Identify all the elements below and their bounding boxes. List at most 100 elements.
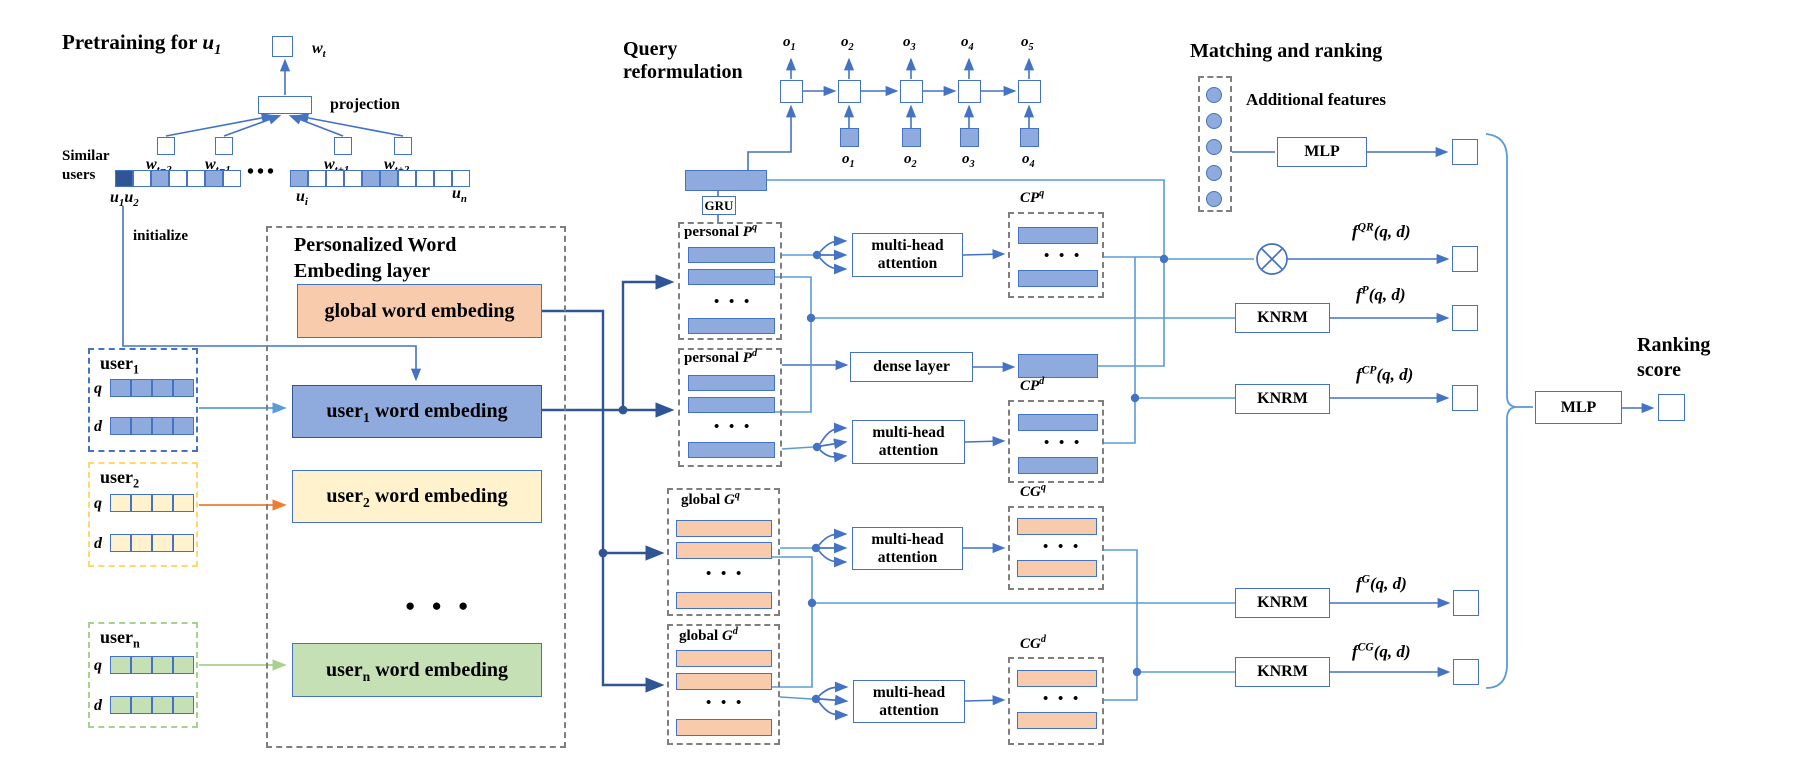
pd-bar xyxy=(688,442,775,458)
global-gq-label: global Gq xyxy=(681,490,740,508)
cpd-group xyxy=(1008,400,1104,483)
doc-label: d xyxy=(94,535,102,552)
query-vector-cell xyxy=(152,379,173,397)
rnn-output-label: o2 xyxy=(841,34,854,53)
gru-output-line xyxy=(767,179,1165,256)
rnn-output-label: o1 xyxy=(783,34,796,53)
score-square xyxy=(1452,246,1478,272)
rnn-input-label: o4 xyxy=(1022,151,1035,170)
user-vector-cell xyxy=(308,170,326,187)
global-embedding-spine xyxy=(542,309,665,693)
user-vector-cell xyxy=(169,170,187,187)
context-word-square xyxy=(157,137,175,155)
cpd-bar xyxy=(1018,457,1098,474)
wt-square xyxy=(272,36,293,57)
query-vector-cell xyxy=(131,494,152,512)
pretraining-title: Pretraining for u1 xyxy=(62,30,222,59)
user2-panel xyxy=(88,462,198,567)
cgq-group xyxy=(1008,506,1104,590)
doc-vector-cell xyxy=(131,696,152,714)
context-word-square xyxy=(394,137,412,155)
gq-dots: • • • xyxy=(706,566,745,582)
dense-output-line xyxy=(1098,262,1165,367)
gq-bar xyxy=(676,592,772,609)
cgd-label: CGd xyxy=(1020,634,1046,652)
pq-bar xyxy=(688,269,775,285)
global-gd-group xyxy=(667,624,780,745)
mlp-box: MLP xyxy=(1277,137,1367,167)
rnn-cell xyxy=(1018,80,1041,103)
similar-users-label: users xyxy=(62,167,96,183)
query-vector-cell xyxy=(152,656,173,674)
cgd-bar xyxy=(1017,670,1097,687)
row-dots: ••• xyxy=(247,161,278,183)
doc-vector-cell xyxy=(152,696,173,714)
pd-bar xyxy=(688,397,775,413)
projection-box xyxy=(258,96,312,114)
query-vector-cell xyxy=(110,656,131,674)
dense-output-bar xyxy=(1018,354,1098,378)
user-vector-cell xyxy=(344,170,362,187)
doc-label: d xyxy=(94,418,102,435)
score-square xyxy=(1453,659,1479,685)
user-vector-cell xyxy=(326,170,344,187)
knrm-box: KNRM xyxy=(1235,588,1330,618)
cgq-dots: • • • xyxy=(1043,539,1082,555)
dense-layer-box: dense layer xyxy=(850,352,973,382)
query-label: q xyxy=(94,495,102,512)
query-vector-cell xyxy=(131,656,152,674)
user-vector-cell xyxy=(290,170,308,187)
doc-vector-cell xyxy=(152,417,173,435)
global-gd-label: global Gd xyxy=(679,626,738,644)
final-mlp-box: MLP xyxy=(1535,391,1622,424)
usern-panel-label: usern xyxy=(100,627,140,651)
user1-embedding-spine xyxy=(542,274,675,412)
score-label-cp: fCP(q, d) xyxy=(1356,363,1414,384)
gq-bar xyxy=(676,542,772,559)
cgd-group xyxy=(1008,657,1104,745)
ranking-score-square xyxy=(1658,394,1685,421)
user-vector-cell xyxy=(115,170,133,187)
ui-label: ui xyxy=(296,188,308,209)
user-vector-cell xyxy=(205,170,223,187)
score-square xyxy=(1452,385,1478,411)
rnn-cell xyxy=(900,80,923,103)
query-vector-cell xyxy=(131,379,152,397)
global-word-embedding-box: global word embeding xyxy=(297,284,542,338)
user-vector-cell xyxy=(452,170,470,187)
score-square xyxy=(1453,590,1479,616)
rnn-output-label: o4 xyxy=(961,34,974,53)
user-vector-cell xyxy=(223,170,241,187)
collector-brace xyxy=(1485,133,1518,689)
cpq-dots: • • • xyxy=(1044,248,1083,264)
user-vector-cell xyxy=(151,170,169,187)
knrm-box: KNRM xyxy=(1235,384,1330,414)
gru-to-rnn-arrow xyxy=(747,104,797,170)
user-vector-cell xyxy=(398,170,416,187)
cpq-group xyxy=(1008,212,1104,298)
score-square xyxy=(1452,139,1478,165)
gd-bar xyxy=(676,673,772,690)
doc-vector-cell xyxy=(131,534,152,552)
user-vector-cell xyxy=(187,170,205,187)
rnn-cell xyxy=(958,80,981,103)
circle-times-icon xyxy=(1256,243,1288,275)
score-label-cg: fCG(q, d) xyxy=(1352,640,1411,661)
query-vector-cell xyxy=(152,494,173,512)
doc-vector-cell xyxy=(152,534,173,552)
query-vector-cell xyxy=(173,379,194,397)
context-word-square xyxy=(215,137,233,155)
usern-word-embedding-box: usern word embeding xyxy=(292,643,542,697)
feature-circle xyxy=(1206,113,1222,129)
personal-pd-group xyxy=(678,348,782,467)
rnn-input-square xyxy=(840,128,859,147)
doc-vector-cell xyxy=(173,696,194,714)
pq-bar xyxy=(688,247,775,263)
user1-panel xyxy=(88,348,198,452)
query-vector-cell xyxy=(173,656,194,674)
query-vector-cell xyxy=(173,494,194,512)
user1-panel-label: user1 xyxy=(100,353,140,377)
rnn-input-square xyxy=(960,128,979,147)
